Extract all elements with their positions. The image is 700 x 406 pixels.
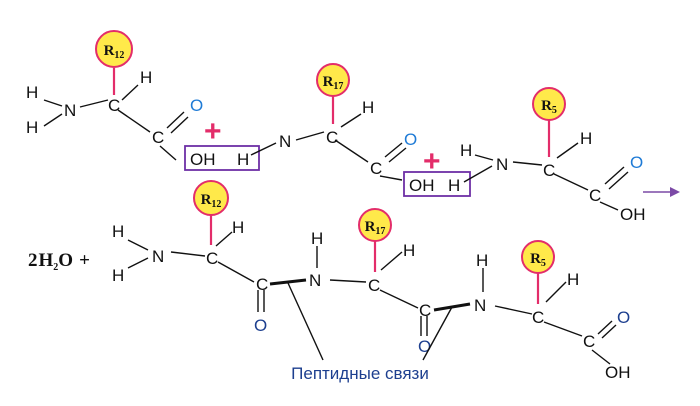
atom-c-alpha: C xyxy=(206,249,218,268)
svg-text:R17: R17 xyxy=(365,219,386,237)
atom-c-alpha: C xyxy=(108,96,120,115)
atom-oh: OH xyxy=(190,150,216,169)
radical-r12: R12 xyxy=(193,180,229,216)
atom-oh: OH xyxy=(409,176,435,195)
atom-h: H xyxy=(26,118,38,137)
amino-acid-3: H N C H C O OH xyxy=(460,118,646,224)
plus-sign: + xyxy=(423,145,441,178)
atom-h: H xyxy=(362,98,374,117)
atom-h: H xyxy=(460,141,472,160)
atom-oh: OH xyxy=(620,205,646,224)
atom-h: H xyxy=(476,251,488,270)
svg-text:R12: R12 xyxy=(104,43,125,61)
arrow-head xyxy=(670,187,680,197)
atom-n: N xyxy=(152,247,164,266)
label-pointer xyxy=(287,282,324,361)
atom-o: O xyxy=(418,337,431,356)
svg-text:R12: R12 xyxy=(201,192,222,210)
atom-h: H xyxy=(237,150,249,169)
top-row: H H N C H C O + OH H N C H C O xyxy=(26,30,680,224)
atom-c-alpha: C xyxy=(368,276,380,295)
atom-c-alpha: C xyxy=(543,161,555,180)
water-o: O xyxy=(58,250,73,271)
radical-letter: R xyxy=(541,98,552,114)
atom-n: N xyxy=(279,132,291,151)
atom-h: H xyxy=(26,83,38,102)
reaction-arrow xyxy=(643,187,680,197)
radical-subscript: 5 xyxy=(552,105,557,116)
svg-text:R17: R17 xyxy=(323,74,344,92)
atom-c-carbonyl: C xyxy=(589,186,601,205)
radical-r17: R17 xyxy=(358,208,392,242)
radical-subscript: 12 xyxy=(114,50,124,61)
amino-acid-2: N C H C O xyxy=(250,95,417,181)
label-pointer xyxy=(422,306,453,361)
atom-c-carbonyl: C xyxy=(419,301,431,320)
atom-n: N xyxy=(496,155,508,174)
atom-c-carbonyl: C xyxy=(152,128,164,147)
radical-r17: R17 xyxy=(316,63,350,97)
plus-sign: + xyxy=(79,250,90,271)
plus-sign: + xyxy=(204,115,222,148)
peptide-bond xyxy=(269,278,307,286)
radical-subscript: 17 xyxy=(375,226,385,237)
atom-n: N xyxy=(64,101,76,120)
atom-h: H xyxy=(311,229,323,248)
atom-h: H xyxy=(403,241,415,260)
atom-c-alpha: C xyxy=(326,128,338,147)
radical-circle xyxy=(193,180,229,216)
atom-h: H xyxy=(140,68,152,87)
water-elimination-box xyxy=(403,171,471,197)
water-coefficient: 2 xyxy=(28,250,38,271)
radical-circle xyxy=(316,63,350,97)
radical-subscript: 12 xyxy=(211,199,221,210)
atom-h: H xyxy=(112,222,124,241)
radical-circle xyxy=(532,87,566,121)
radical-letter: R xyxy=(201,192,212,208)
atom-oh: OH xyxy=(605,363,631,382)
water-h: H xyxy=(39,250,54,271)
radical-subscript: 5 xyxy=(541,258,546,269)
water-formula: 2H2O + xyxy=(28,250,90,273)
atom-o: O xyxy=(617,308,630,327)
radical-circle xyxy=(521,240,555,274)
atom-c-carbonyl: C xyxy=(256,275,268,294)
atom-h: H xyxy=(580,129,592,148)
atom-c-carbonyl: C xyxy=(370,159,382,178)
atom-h: H xyxy=(112,266,124,285)
atom-c-carbonyl: C xyxy=(583,332,595,351)
bottom-row: 2H2O+ H H N C H C O H N C H C O xyxy=(28,180,631,383)
radical-r5: R5 xyxy=(532,87,566,121)
atom-c-alpha: C xyxy=(532,308,544,327)
radical-circle xyxy=(358,208,392,242)
svg-text:R5: R5 xyxy=(541,98,557,116)
atom-h: H xyxy=(567,270,579,289)
radical-letter: R xyxy=(530,251,541,267)
amino-acid-1: H H N C H C O xyxy=(26,68,203,161)
peptide-bonds-label: Пептидные связи xyxy=(291,364,429,383)
atom-o: O xyxy=(190,96,203,115)
radical-letter: R xyxy=(365,219,376,235)
atom-n: N xyxy=(474,296,486,315)
svg-text:R5: R5 xyxy=(530,251,546,269)
radical-circle xyxy=(95,30,133,68)
radical-r5: R5 xyxy=(521,240,555,274)
radical-letter: R xyxy=(104,43,115,59)
water-elimination-box xyxy=(184,145,260,171)
atom-h: H xyxy=(232,218,244,237)
radical-letter: R xyxy=(323,74,334,90)
water-subscript: 2 xyxy=(53,262,58,273)
atom-n: N xyxy=(309,271,321,290)
radical-subscript: 17 xyxy=(333,81,343,92)
atom-h: H xyxy=(448,176,460,195)
atom-o: O xyxy=(254,316,267,335)
atom-o: O xyxy=(630,153,643,172)
atom-o: O xyxy=(404,130,417,149)
radical-r12: R12 xyxy=(95,30,133,68)
